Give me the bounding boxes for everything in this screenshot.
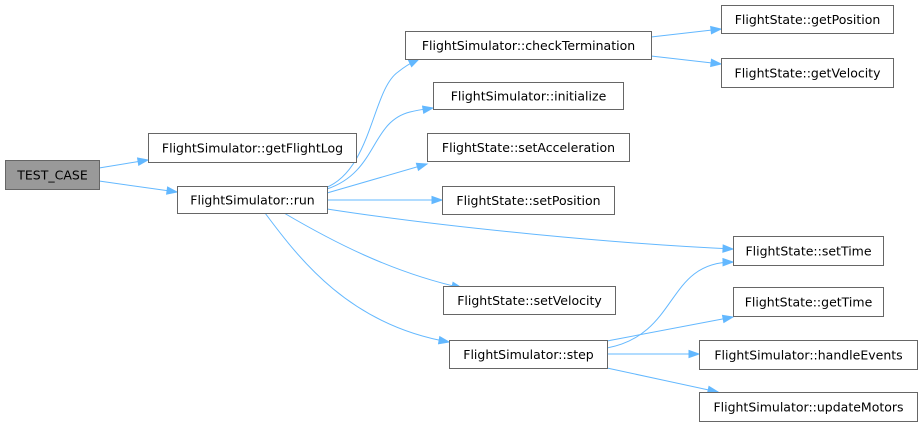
node-label: FlightSimulator::getFlightLog [162,141,343,156]
edge-run-to-set-time [326,208,735,253]
edge-arrowhead [166,186,179,195]
node-label: FlightState::getTime [745,295,873,310]
node-box [405,31,652,60]
edge-arrowhead [710,58,723,68]
edge-line [283,212,463,289]
edge-run-to-initialize [326,105,435,190]
edge-arrowhead [407,58,421,68]
edge-check-termination-to-get-position [650,25,723,38]
edge-step-to-handle-events [607,349,701,359]
node-box [699,392,918,422]
node-box [449,340,608,369]
edge-line [606,367,719,393]
edge-step-to-get-time [606,314,735,342]
node-get-position[interactable]: FlightState::getPosition [721,5,894,34]
node-label: FlightState::getPosition [735,12,881,27]
node-box [733,287,884,317]
node-initialize[interactable]: FlightSimulator::initialize [433,82,624,110]
node-label: FlightState::setTime [745,244,871,259]
node-label: FlightState::setPosition [456,193,600,208]
node-get-velocity[interactable]: FlightState::getVelocity [721,58,894,88]
node-set-acceleration[interactable]: FlightState::setAcceleration [427,133,630,162]
edge-run-to-set-acceleration [326,162,429,194]
node-check-termination[interactable]: FlightSimulator::checkTermination [405,31,652,60]
node-box [443,286,616,315]
node-label: FlightSimulator::step [463,347,594,362]
node-label: FlightSimulator::initialize [451,89,607,104]
edge-arrowhead [415,162,429,172]
node-box [699,340,918,370]
edges-layer [98,25,735,394]
node-label: FlightState::setAcceleration [442,140,615,155]
node-set-position[interactable]: FlightState::setPosition [442,186,615,215]
node-box [433,82,624,110]
node-run[interactable]: FlightSimulator::run [177,186,328,214]
edge-arrowhead [710,25,723,35]
edge-run-to-set-velocity [283,212,464,290]
node-label: FlightState::getVelocity [735,66,882,81]
edge-check-termination-to-get-velocity [650,55,723,68]
node-test-case[interactable]: TEST_CASE [5,160,100,190]
edge-line [98,180,178,193]
node-handle-events[interactable]: FlightSimulator::handleEvents [699,340,918,370]
node-update-motors[interactable]: FlightSimulator::updateMotors [699,392,918,422]
edge-arrowhead [437,335,451,345]
node-label: FlightSimulator::run [190,193,314,208]
node-label: FlightSimulator::handleEvents [714,348,902,363]
edge-line [606,261,734,349]
edge-arrowhead [421,105,435,114]
node-box [427,133,630,162]
node-label: FlightSimulator::checkTermination [422,38,635,53]
node-box [148,133,357,163]
edge-line [606,316,734,342]
node-box [177,186,328,214]
edge-line [264,212,450,343]
edge-run-to-check-termination [324,58,421,189]
edge-run-to-set-position [327,195,444,205]
node-box [5,160,100,190]
edge-line [650,28,722,38]
node-box [721,5,894,34]
edge-line [324,58,420,189]
edge-arrowhead [688,349,701,359]
node-set-velocity[interactable]: FlightState::setVelocity [443,286,616,315]
node-get-flight-log[interactable]: FlightSimulator::getFlightLog [148,133,357,163]
node-label: FlightState::setVelocity [457,293,602,308]
edge-arrowhead [136,157,150,166]
edge-step-to-set-time [606,257,735,349]
edge-run-to-step [264,212,451,345]
edge-arrowhead [431,195,444,205]
node-label: FlightSimulator::updateMotors [713,400,903,415]
node-box [442,186,615,215]
edge-arrowhead [722,244,735,253]
edge-test-case-to-get-flight-log [98,157,150,169]
nodes-layer: TEST_CASEFlightSimulator::getFlightLogFl… [5,5,918,422]
edge-line [326,208,734,250]
node-step[interactable]: FlightSimulator::step [449,340,608,369]
node-set-time[interactable]: FlightState::setTime [733,236,884,266]
edge-test-case-to-run [98,180,179,195]
node-get-time[interactable]: FlightState::getTime [733,287,884,317]
edge-arrowhead [722,257,735,267]
edge-line [650,55,722,65]
node-box [733,236,884,266]
edge-line [326,163,428,194]
node-box [721,58,894,88]
node-label: TEST_CASE [16,168,88,183]
edge-arrowhead [721,314,735,324]
edge-step-to-update-motors [606,367,720,394]
